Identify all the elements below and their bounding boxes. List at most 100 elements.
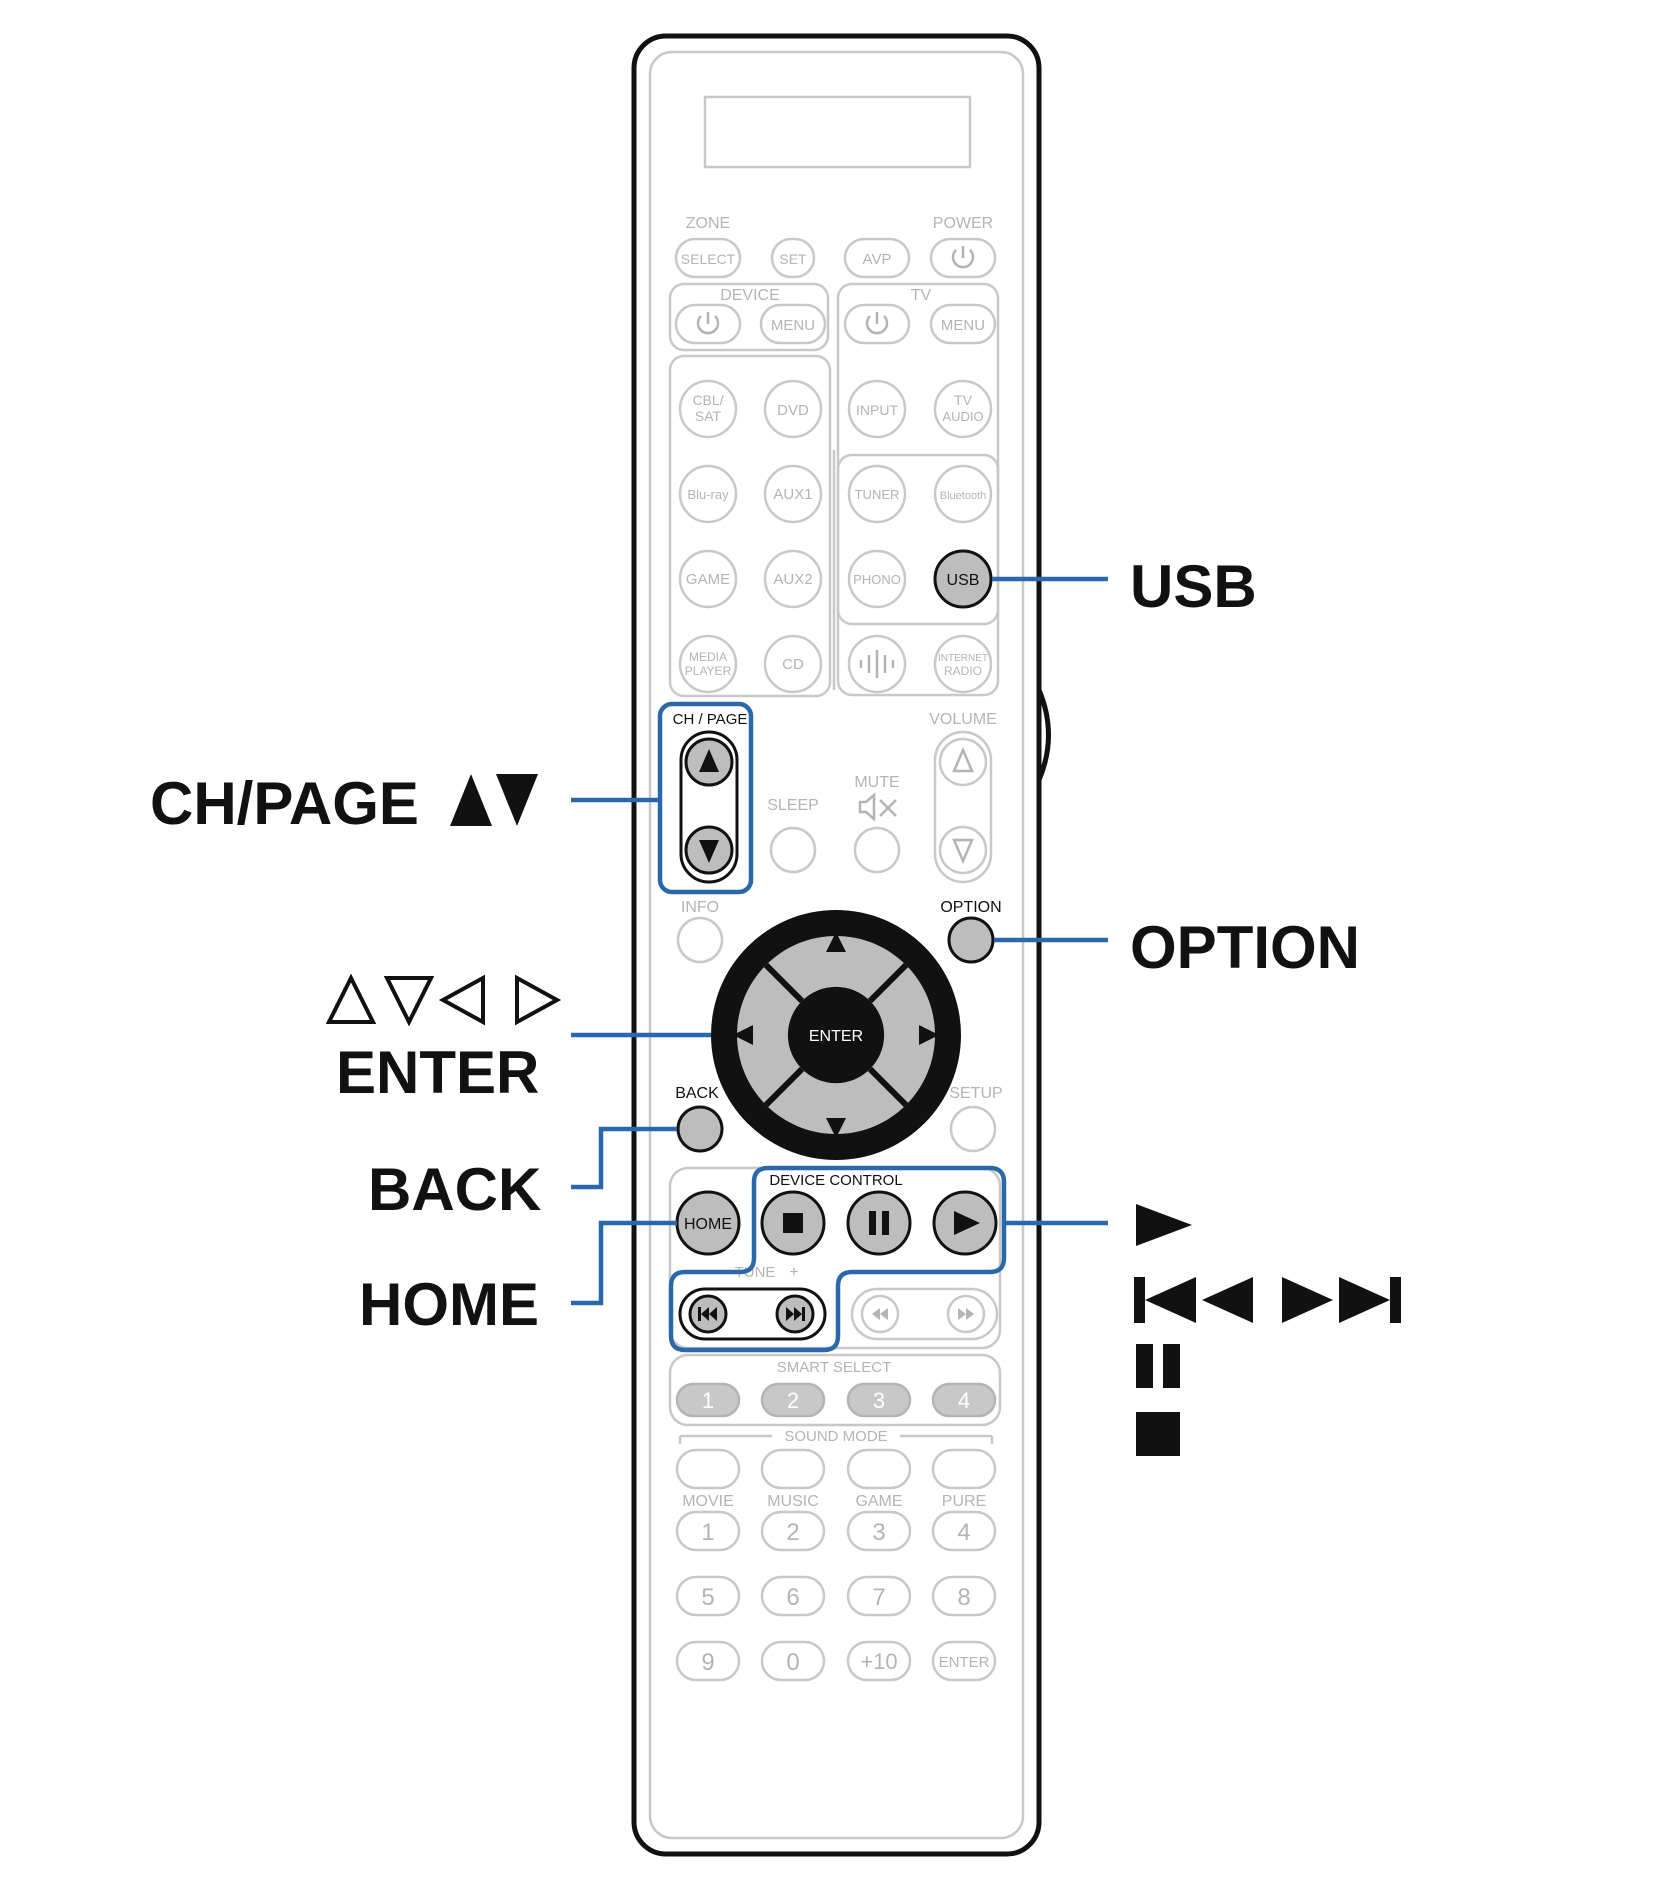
back-button[interactable] bbox=[676, 1105, 724, 1153]
pause-icon bbox=[869, 1211, 889, 1235]
info-button[interactable] bbox=[676, 916, 724, 964]
media-player-label-2: PLAYER bbox=[685, 664, 732, 678]
music-label: MUSIC bbox=[767, 1493, 819, 1510]
num-2-label: 2 bbox=[786, 1519, 799, 1546]
cursor-right-button[interactable] bbox=[870, 965, 935, 1105]
num-0-label: 0 bbox=[786, 1649, 799, 1676]
game-label: GAME bbox=[686, 571, 730, 588]
sleep-button[interactable] bbox=[769, 826, 817, 874]
aux2-button[interactable] bbox=[763, 549, 823, 609]
input-button[interactable] bbox=[847, 379, 907, 439]
set-label: SET bbox=[779, 251, 807, 267]
num-0-button[interactable] bbox=[760, 1640, 826, 1682]
zone-select-button[interactable] bbox=[674, 237, 742, 279]
previous-track-icon bbox=[698, 1307, 717, 1321]
media-player-button[interactable] bbox=[678, 634, 738, 694]
bluray-label: Blu-ray bbox=[687, 487, 729, 502]
volume-up-button[interactable] bbox=[938, 737, 988, 787]
usb-button-label: USB bbox=[947, 572, 980, 589]
num-8-button[interactable] bbox=[931, 1575, 997, 1617]
device-menu-button[interactable] bbox=[759, 303, 827, 345]
remote-inner-outline bbox=[648, 50, 1025, 1840]
option-button[interactable] bbox=[947, 916, 995, 964]
source-group-right-frame bbox=[836, 453, 1000, 697]
num-4-button[interactable] bbox=[931, 1510, 997, 1552]
pause-button[interactable] bbox=[846, 1190, 912, 1256]
aux2-label: AUX2 bbox=[773, 571, 812, 588]
display-window bbox=[703, 95, 972, 169]
ch-page-callout-text: CH/PAGE bbox=[150, 770, 419, 837]
smart-select-1-button[interactable] bbox=[675, 1382, 741, 1418]
volume-down-icon bbox=[952, 838, 974, 865]
sound-mode-2-button[interactable] bbox=[760, 1448, 826, 1490]
num-9-button[interactable] bbox=[675, 1640, 741, 1682]
num-7-button[interactable] bbox=[846, 1575, 912, 1617]
smart-select-3-button[interactable] bbox=[846, 1382, 912, 1418]
internet-radio-label-1: INTERNET bbox=[938, 653, 988, 664]
smart-select-3-label: 3 bbox=[873, 1388, 885, 1413]
cursor-down-button[interactable] bbox=[766, 1069, 906, 1134]
heos-icon bbox=[859, 650, 895, 678]
num-3-button[interactable] bbox=[846, 1510, 912, 1552]
enter-button[interactable] bbox=[788, 987, 884, 1083]
num-5-button[interactable] bbox=[675, 1575, 741, 1617]
source-group-frame bbox=[668, 354, 832, 698]
num-2-button[interactable] bbox=[760, 1510, 826, 1552]
smart-select-2-button[interactable] bbox=[760, 1382, 826, 1418]
device-menu-label: MENU bbox=[771, 317, 815, 334]
setup-button[interactable] bbox=[949, 1105, 997, 1153]
volume-label: VOLUME bbox=[929, 711, 997, 728]
ch-page-up-icon bbox=[699, 749, 719, 772]
avp-button[interactable] bbox=[843, 237, 911, 279]
cursor-left-button[interactable] bbox=[737, 965, 802, 1105]
tv-audio-button[interactable] bbox=[933, 379, 993, 439]
bluray-button[interactable] bbox=[678, 464, 738, 524]
cursor-arrows-callout-icon bbox=[325, 973, 562, 1027]
tuner-button[interactable] bbox=[847, 464, 907, 524]
play-icon bbox=[954, 1211, 980, 1235]
smart-select-4-button[interactable] bbox=[931, 1382, 997, 1418]
rewind-icon bbox=[872, 1308, 888, 1320]
volume-down-button[interactable] bbox=[938, 825, 988, 875]
set-button[interactable] bbox=[770, 237, 816, 279]
num-enter-button[interactable] bbox=[931, 1640, 997, 1682]
cursor-left-icon bbox=[733, 1025, 753, 1045]
input-label: INPUT bbox=[856, 402, 898, 418]
num-1-label: 1 bbox=[701, 1519, 714, 1546]
tv-label: TV bbox=[911, 287, 932, 304]
aux1-button[interactable] bbox=[763, 464, 823, 524]
bluetooth-button[interactable] bbox=[933, 464, 993, 524]
usb-callout: USB bbox=[1130, 553, 1257, 620]
internet-radio-label-2: RADIO bbox=[944, 664, 982, 678]
usb-button[interactable] bbox=[933, 549, 993, 609]
sound-mode-1-button[interactable] bbox=[675, 1448, 741, 1490]
dvd-button[interactable] bbox=[763, 379, 823, 439]
num-1-button[interactable] bbox=[675, 1510, 741, 1552]
enter-callout: ENTER bbox=[336, 1039, 540, 1106]
mute-button[interactable] bbox=[853, 826, 901, 874]
phono-button[interactable] bbox=[847, 549, 907, 609]
num-plus10-label: +10 bbox=[860, 1649, 897, 1674]
tv-group-frame bbox=[836, 282, 1000, 626]
game-mode-label: GAME bbox=[855, 1493, 902, 1510]
cd-button[interactable] bbox=[763, 634, 823, 694]
movie-label: MOVIE bbox=[682, 1493, 734, 1510]
stop-icon bbox=[783, 1213, 803, 1233]
cursor-up-button[interactable] bbox=[766, 936, 906, 1001]
mute-label: MUTE bbox=[854, 774, 899, 791]
sound-mode-3-button[interactable] bbox=[846, 1448, 912, 1490]
tv-menu-button[interactable] bbox=[929, 303, 997, 345]
internet-radio-button[interactable] bbox=[933, 634, 993, 694]
cbl-sat-button[interactable] bbox=[678, 379, 738, 439]
num-4-label: 4 bbox=[957, 1519, 970, 1546]
cursor-right-icon bbox=[919, 1025, 939, 1045]
num-6-button[interactable] bbox=[760, 1575, 826, 1617]
remote-side-bump bbox=[1036, 689, 1051, 781]
phono-label: PHONO bbox=[853, 572, 901, 587]
sound-mode-4-button[interactable] bbox=[931, 1448, 997, 1490]
num-enter-label: ENTER bbox=[939, 1654, 990, 1671]
num-plus10-button[interactable] bbox=[846, 1640, 912, 1682]
num-8-label: 8 bbox=[957, 1584, 970, 1611]
game-button[interactable] bbox=[678, 549, 738, 609]
